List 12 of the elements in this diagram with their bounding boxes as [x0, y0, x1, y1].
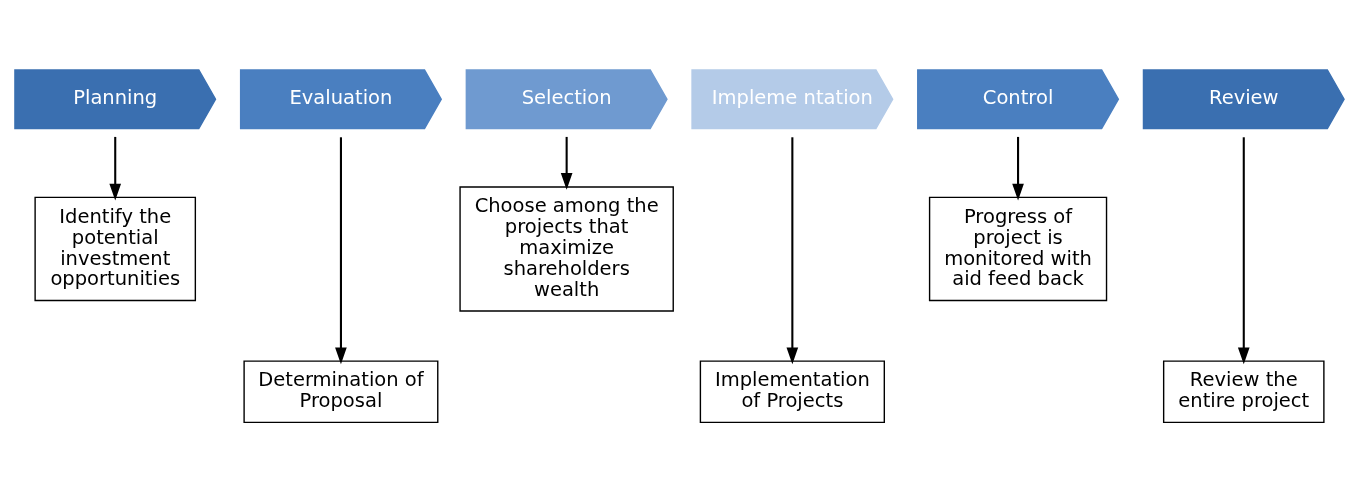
node-box: Determination of Proposal: [243, 359, 439, 423]
node-box: Implementation of Projects: [699, 359, 885, 423]
arrow: [786, 136, 799, 364]
arrow: [560, 136, 573, 190]
node-box: Identify the potential investment opportunities: [34, 196, 197, 301]
node-box: Review the entire project: [1162, 359, 1325, 423]
node-box: Choose among the projects that maximize shareholders wealth: [459, 185, 674, 312]
arrow: [335, 136, 347, 364]
node-box: Progress of project is monitored with aid feed back: [928, 196, 1108, 301]
arrow: [109, 136, 122, 200]
arrow: [1012, 136, 1024, 200]
arrow: [1237, 136, 1250, 364]
